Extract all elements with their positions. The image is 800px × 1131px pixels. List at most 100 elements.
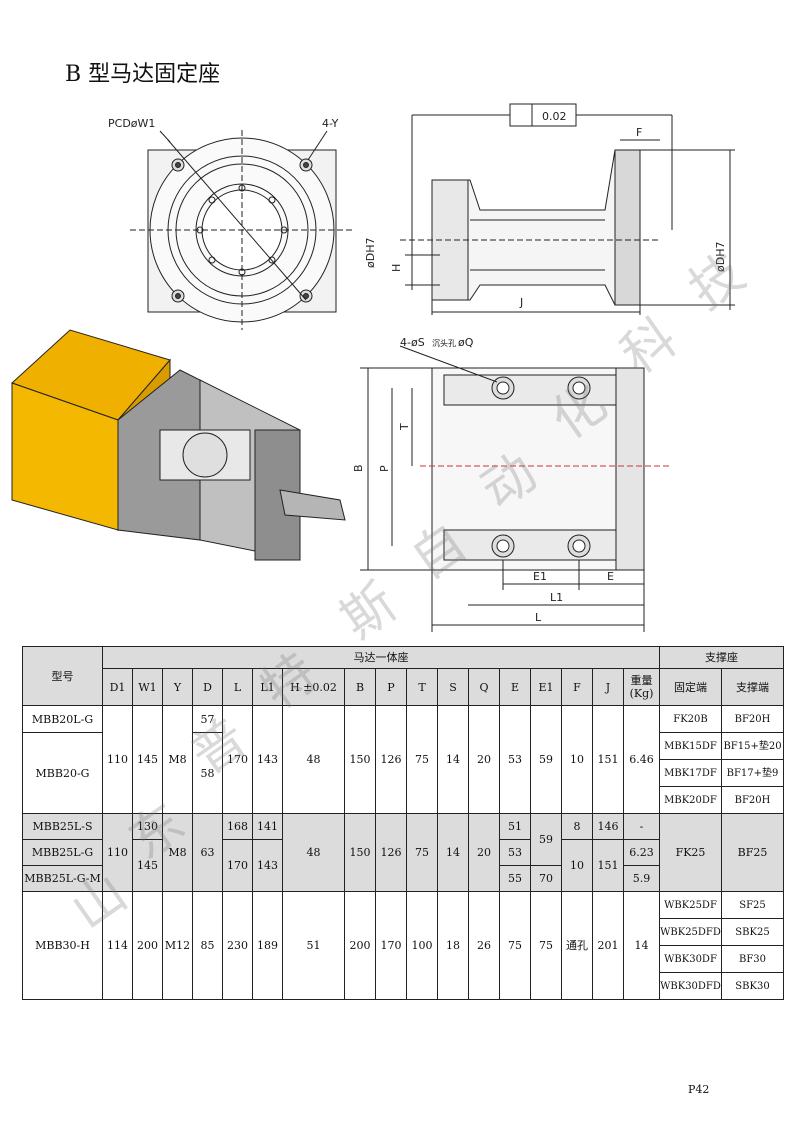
- col-d1: D1: [102, 668, 133, 706]
- cell-model: MBB20L-G: [22, 705, 103, 733]
- cell-h: 51: [282, 891, 345, 1000]
- header-model: 型号: [22, 646, 103, 706]
- label-j: J: [519, 296, 523, 309]
- page-title: B 型马达固定座: [65, 62, 221, 87]
- cell-support: BF17+垫9: [721, 759, 784, 787]
- cell-support: BF25: [721, 813, 784, 892]
- label-counterbore: 沉头孔: [432, 338, 456, 348]
- col-e: E: [499, 668, 531, 706]
- cell-support: BF20H: [721, 705, 784, 733]
- cell-support: SF25: [721, 891, 784, 919]
- cell-j: 151: [592, 839, 624, 892]
- col-weight: 重量 (Kg): [623, 668, 660, 706]
- cell-f: 通孔: [561, 891, 593, 1000]
- col-d: D: [192, 668, 223, 706]
- cell-fixed: WBK30DF: [659, 945, 722, 973]
- label-f: F: [636, 126, 642, 139]
- cell-e: 53: [499, 839, 531, 866]
- label-b: B: [352, 464, 365, 472]
- col-y: Y: [162, 668, 193, 706]
- col-q: Q: [468, 668, 500, 706]
- cell-fixed: WBK25DF: [659, 891, 722, 919]
- cell-d1: 110: [102, 705, 133, 814]
- cell-e: 53: [499, 705, 531, 814]
- spec-table: 型号 马达一体座 支撑座 D1 W1 Y D L L1 H ±0.02 B P …: [22, 646, 784, 1000]
- cell-b: 150: [344, 705, 376, 814]
- cell-q: 26: [468, 891, 500, 1000]
- label-t: T: [398, 423, 411, 431]
- cell-fixed: MBK15DF: [659, 732, 722, 760]
- cell-w1: 145: [132, 705, 163, 814]
- cell-h: 48: [282, 705, 345, 814]
- cell-e1: 75: [530, 891, 562, 1000]
- cell-b: 150: [344, 813, 376, 892]
- col-s: S: [437, 668, 469, 706]
- cell-support: BF15+垫20: [721, 732, 784, 760]
- cell-l1: 141: [252, 813, 283, 840]
- cell-fixed: FK25: [659, 813, 722, 892]
- label-pcd: PCDøW1: [108, 117, 155, 130]
- cell-d1: 110: [102, 813, 133, 892]
- cell-j: 151: [592, 705, 624, 814]
- cell-model: MBB25L-G: [22, 839, 103, 866]
- cell-model: MBB20-G: [22, 732, 103, 814]
- top-view: [360, 345, 670, 632]
- cell-d: 58: [192, 732, 223, 814]
- cell-fixed: MBK17DF: [659, 759, 722, 787]
- label-odh7-left: øDH7: [364, 238, 377, 268]
- label-odh7-right: øDH7: [714, 242, 727, 272]
- cell-model: MBB25L-S: [22, 813, 103, 840]
- cell-p: 126: [375, 705, 407, 814]
- cell-l: 168: [222, 813, 253, 840]
- cell-p: 170: [375, 891, 407, 1000]
- cell-l1: 189: [252, 891, 283, 1000]
- dimension-labels: PCDøW1 4-Y 0.02 F øDH7 H øDH7 J 4-øS 沉头孔…: [108, 110, 727, 624]
- cell-s: 14: [437, 813, 469, 892]
- label-flatness: 0.02: [542, 110, 567, 123]
- label-l: L: [535, 611, 542, 624]
- col-l1: L1: [252, 668, 283, 706]
- cell-weight: 6.46: [623, 705, 660, 814]
- cell-d: 57: [192, 705, 223, 733]
- cell-f: 8: [561, 813, 593, 840]
- label-4s: 4-øS: [400, 336, 425, 349]
- cell-support: BF20H: [721, 786, 784, 814]
- cell-h: 48: [282, 813, 345, 892]
- cell-b: 200: [344, 891, 376, 1000]
- cell-e1: 59: [530, 813, 562, 866]
- col-fixed-end: 固定端: [659, 668, 722, 706]
- cell-e: 55: [499, 865, 531, 892]
- cell-w1: 130: [132, 813, 163, 840]
- cell-y: M8: [162, 813, 193, 892]
- col-b: B: [344, 668, 376, 706]
- cell-e: 51: [499, 813, 531, 840]
- cell-d: 85: [192, 891, 223, 1000]
- label-4y: 4-Y: [322, 117, 339, 130]
- label-e1: E1: [533, 570, 547, 583]
- cell-weight: 14: [623, 891, 660, 1000]
- col-h: H ±0.02: [282, 668, 345, 706]
- col-e1: E1: [530, 668, 562, 706]
- col-w1: W1: [132, 668, 163, 706]
- cell-support: SBK25: [721, 918, 784, 946]
- col-support-end: 支撑端: [721, 668, 784, 706]
- cell-q: 20: [468, 705, 500, 814]
- cell-j: 146: [592, 813, 624, 840]
- cell-l: 170: [222, 839, 253, 892]
- cell-fixed: WBK30DFD: [659, 972, 722, 1000]
- cell-y: M12: [162, 891, 193, 1000]
- cell-weight: -: [623, 813, 660, 840]
- cell-t: 100: [406, 891, 438, 1000]
- cell-e1: 70: [530, 865, 562, 892]
- technical-drawings: PCDøW1 4-Y 0.02 F øDH7 H øDH7 J 4-øS 沉头孔…: [11, 103, 735, 632]
- cell-e: 75: [499, 891, 531, 1000]
- cell-t: 75: [406, 813, 438, 892]
- cell-q: 20: [468, 813, 500, 892]
- col-f: F: [561, 668, 593, 706]
- col-j: J: [592, 668, 624, 706]
- label-e: E: [607, 570, 614, 583]
- page-number: P42: [688, 1083, 710, 1096]
- isometric-illustration: [11, 329, 346, 561]
- cell-j: 201: [592, 891, 624, 1000]
- col-p: P: [375, 668, 407, 706]
